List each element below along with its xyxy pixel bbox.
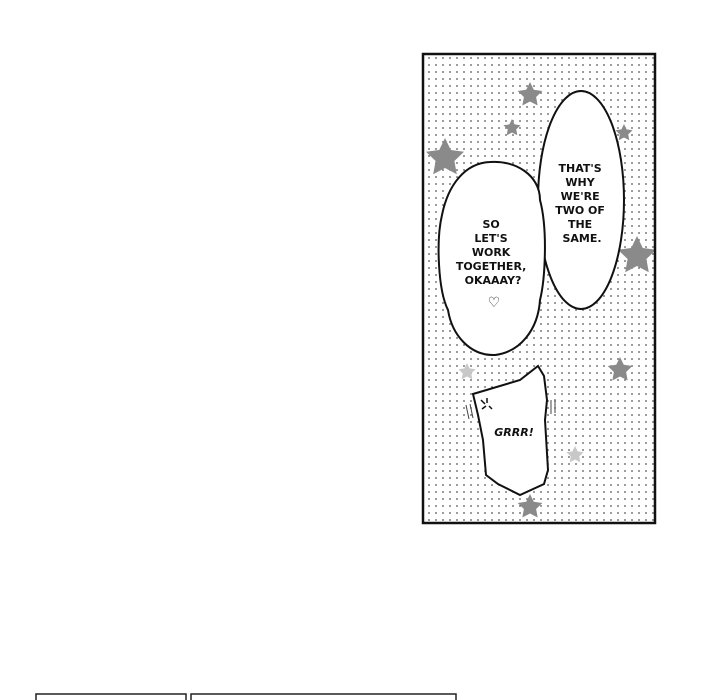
- bubble-line: THAT'S: [558, 162, 601, 175]
- bubble-line: LET'S: [474, 232, 507, 245]
- speech-bubble-left: SO LET'S WORK TOGETHER, OKAAAY? ♡: [437, 160, 546, 357]
- bubble-line: TOGETHER,: [456, 260, 526, 273]
- bubble-line: WE'RE: [561, 190, 600, 203]
- bubble-line: TWO OF: [555, 204, 605, 217]
- heart-icon: ♡: [488, 295, 501, 311]
- bubble-line: THE: [568, 218, 592, 231]
- anger-mark-icon: [480, 398, 493, 410]
- bubble-line: OKAAAY?: [465, 274, 522, 287]
- next-panel-right: [190, 693, 457, 700]
- bubble-line: SAME.: [562, 232, 601, 245]
- next-panel-left: [35, 693, 187, 700]
- speech-bubble-right: THAT'S WHY WE'RE TWO OF THE SAME.: [537, 90, 625, 310]
- svg-text:THAT'S WHY WE': THAT'S WHY WE'RE TWO OF THE SAME.: [555, 162, 609, 245]
- manga-panel: THAT'S WHY WE'RE TWO OF THE SAME. SO LET…: [421, 52, 657, 525]
- sfx-burst: GRRR!: [465, 364, 556, 497]
- svg-text:SO LET'S WORK: SO LET'S WORK TOGETHER, OKAAAY?: [456, 218, 530, 287]
- bubble-line: SO: [482, 218, 499, 231]
- bubble-line: WORK: [472, 246, 511, 259]
- bubble-line: WHY: [565, 176, 595, 189]
- sfx-text: GRRR!: [494, 426, 533, 439]
